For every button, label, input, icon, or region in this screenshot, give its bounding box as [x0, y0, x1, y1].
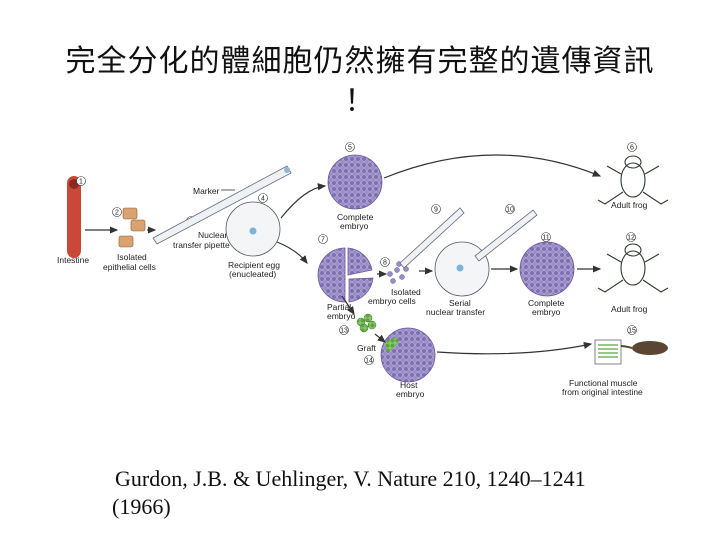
- step-14: 14: [364, 355, 374, 365]
- label-adult-frog-mid: Adult frog: [611, 304, 648, 314]
- complete-embryo-top: [327, 154, 383, 210]
- step-8: 8: [380, 257, 390, 267]
- svg-text:10: 10: [506, 207, 514, 214]
- svg-text:9: 9: [434, 207, 438, 214]
- label-adult-frog-top: Adult frog: [611, 200, 648, 210]
- label-complete-embryo-top-2: embryo: [340, 221, 369, 231]
- slide-title-line1: 完全分化的體細胞仍然擁有完整的遺傳資訊: [65, 44, 655, 79]
- label-recipient-egg-2: (enucleated): [229, 269, 276, 279]
- label-complete-embryo-mid-2: embryo: [532, 307, 561, 317]
- step-1: 1: [76, 176, 86, 186]
- graft-cells: [356, 313, 377, 333]
- label-isolated-epithelial-2: epithelial cells: [103, 262, 156, 272]
- arrow-host-to-tadpole: [436, 341, 593, 355]
- step-9: 9: [431, 204, 441, 214]
- step-5: 5: [345, 142, 355, 152]
- intestine-tube: [67, 176, 81, 258]
- label-marker: Marker: [193, 186, 220, 196]
- svg-text:12: 12: [627, 235, 635, 242]
- step-12: 12: [626, 232, 636, 242]
- label-isolated-embryo-cells-1: Isolated: [391, 287, 421, 297]
- citation-line2: (1966): [112, 494, 171, 519]
- label-serial-2: nuclear transfer: [426, 307, 485, 317]
- step-2: 2: [112, 207, 122, 217]
- epithelial-dishes: [118, 207, 146, 248]
- serial-transfer-egg: [434, 241, 490, 297]
- label-host-embryo-2: embryo: [396, 389, 425, 399]
- svg-text:8: 8: [383, 260, 387, 267]
- svg-text:4: 4: [261, 196, 265, 203]
- svg-text:14: 14: [365, 358, 373, 365]
- adult-frog-mid: [597, 243, 669, 293]
- recipient-egg: [225, 201, 281, 257]
- step-15: 15: [627, 325, 637, 335]
- label-nuclear-1: Nuclear: [198, 230, 227, 240]
- host-embryo: [380, 327, 436, 383]
- intestine-figure: [67, 176, 81, 258]
- serial-transfer-pipette-right: [474, 209, 538, 262]
- arrow-partial-to-graft: [341, 295, 355, 315]
- step-4: 4: [258, 193, 268, 203]
- citation-line1: Gurdon, J.B. & Uehlinger, V. Nature 210,…: [115, 466, 586, 491]
- slide-title: 完全分化的體細胞仍然擁有完整的遺傳資訊 ！: [0, 42, 720, 122]
- nuclear-transfer-pipette: [152, 165, 292, 245]
- svg-text:6: 6: [630, 145, 634, 152]
- step-11: 11: [541, 232, 551, 242]
- svg-text:13: 13: [340, 328, 348, 335]
- complete-embryo-mid: [519, 241, 575, 297]
- nuclear-transfer-diagram: Intestine 1 2 3 4 5 6 7 8 9 10 11 12 13 …: [57, 142, 669, 399]
- label-functional-muscle-2: from original intestine: [562, 387, 643, 397]
- svg-text:5: 5: [348, 145, 352, 152]
- label-functional-muscle-1: Functional muscle: [569, 378, 638, 388]
- label-graft: Graft: [357, 343, 377, 353]
- label-partial-embryo-1: Partial: [327, 302, 351, 312]
- label-host-embryo-1: Host: [400, 380, 418, 390]
- label-partial-embryo-2: embryo: [327, 311, 356, 321]
- svg-text:7: 7: [321, 237, 325, 244]
- arrow-graft-to-host: [374, 333, 386, 343]
- step-10: 10: [505, 204, 515, 214]
- label-intestine: Intestine: [57, 255, 89, 265]
- adult-frog-top: [597, 155, 669, 205]
- arrow-embryo-to-adult-frog: [383, 154, 602, 179]
- label-nuclear-2: transfer pipette: [173, 240, 230, 250]
- step-6: 6: [627, 142, 637, 152]
- slide-title-line2: ！: [344, 84, 376, 119]
- label-serial-1: Serial: [449, 298, 471, 308]
- arrow-egg-to-complete-embryo: [280, 183, 327, 219]
- step-7: 7: [318, 234, 328, 244]
- svg-text:2: 2: [115, 210, 119, 217]
- svg-text:1: 1: [79, 179, 83, 186]
- muscle-inset: [594, 339, 622, 365]
- partial-embryo: [317, 247, 374, 303]
- label-complete-embryo-top-1: Complete: [337, 212, 374, 222]
- serial-transfer-pipette-left: [399, 207, 465, 269]
- label-isolated-epithelial-1: Isolated: [117, 252, 147, 262]
- step-13: 13: [339, 325, 349, 335]
- svg-text:15: 15: [628, 328, 636, 335]
- label-recipient-egg-1: Recipient egg: [228, 260, 280, 270]
- label-isolated-embryo-cells-2: embryo cells: [368, 296, 416, 306]
- label-complete-embryo-mid-1: Complete: [528, 298, 565, 308]
- arrow-egg-to-partial-embryo: [276, 241, 308, 264]
- svg-text:11: 11: [542, 235, 549, 242]
- citation: Gurdon, J.B. & Uehlinger, V. Nature 210,…: [112, 465, 675, 521]
